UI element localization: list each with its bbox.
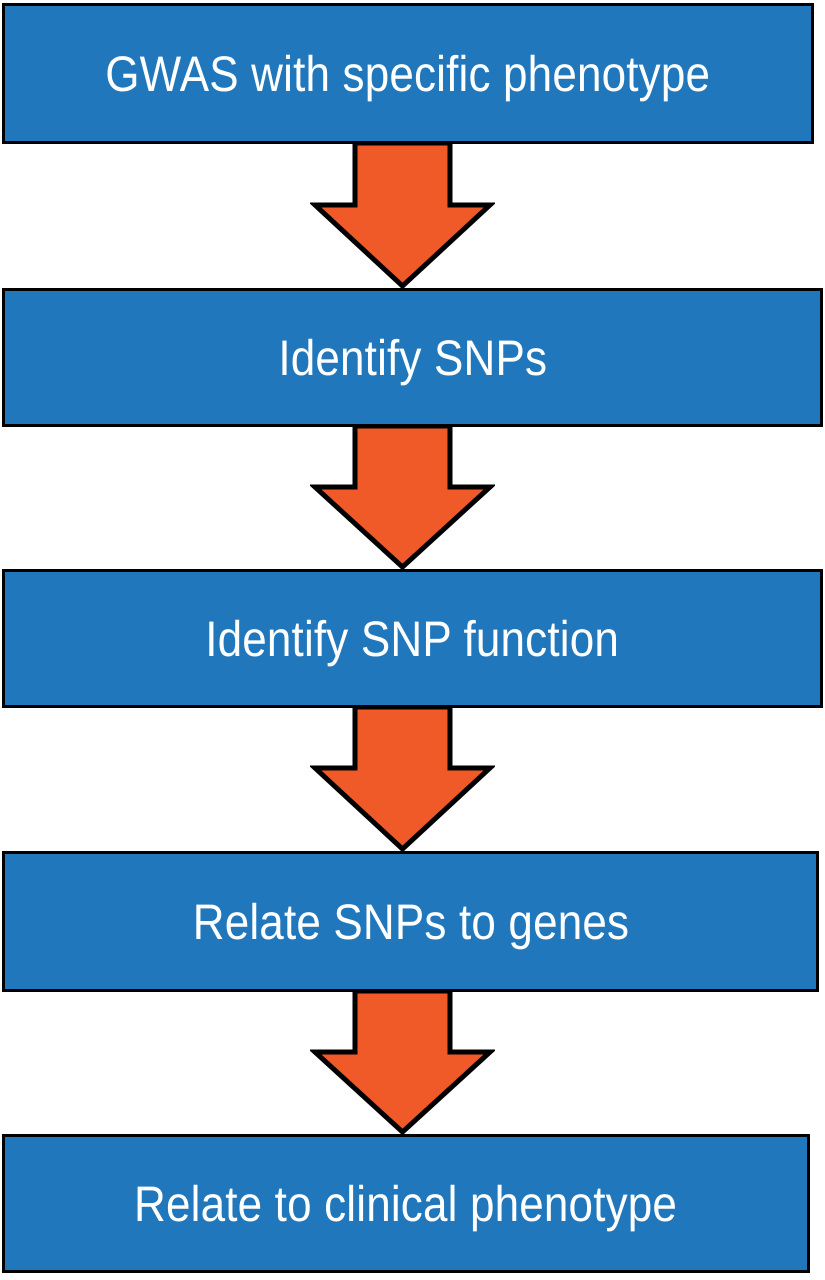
flow-node-label: Identify SNP function — [205, 610, 620, 667]
down-arrow-icon — [310, 426, 495, 570]
flow-node-label: Identify SNPs — [278, 329, 547, 386]
flow-node-step-5: Relate to clinical phenotype — [2, 1134, 810, 1273]
flow-connector-arrow-3 — [310, 707, 495, 852]
flow-node-step-4: Relate SNPs to genes — [2, 851, 819, 992]
flow-connector-arrow-4 — [310, 991, 495, 1135]
flow-node-step-3: Identify SNP function — [2, 569, 823, 708]
flow-node-label: Relate to clinical phenotype — [134, 1175, 678, 1232]
flow-node-label: GWAS with specific phenotype — [105, 45, 711, 102]
flow-node-step-2: Identify SNPs — [2, 288, 823, 427]
down-arrow-icon — [310, 143, 495, 289]
flow-node-label: Relate SNPs to genes — [192, 893, 629, 950]
flow-connector-arrow-1 — [310, 143, 495, 289]
flow-node-step-1: GWAS with specific phenotype — [2, 3, 814, 144]
down-arrow-icon — [310, 707, 495, 852]
down-arrow-icon — [310, 991, 495, 1135]
flow-connector-arrow-2 — [310, 426, 495, 570]
